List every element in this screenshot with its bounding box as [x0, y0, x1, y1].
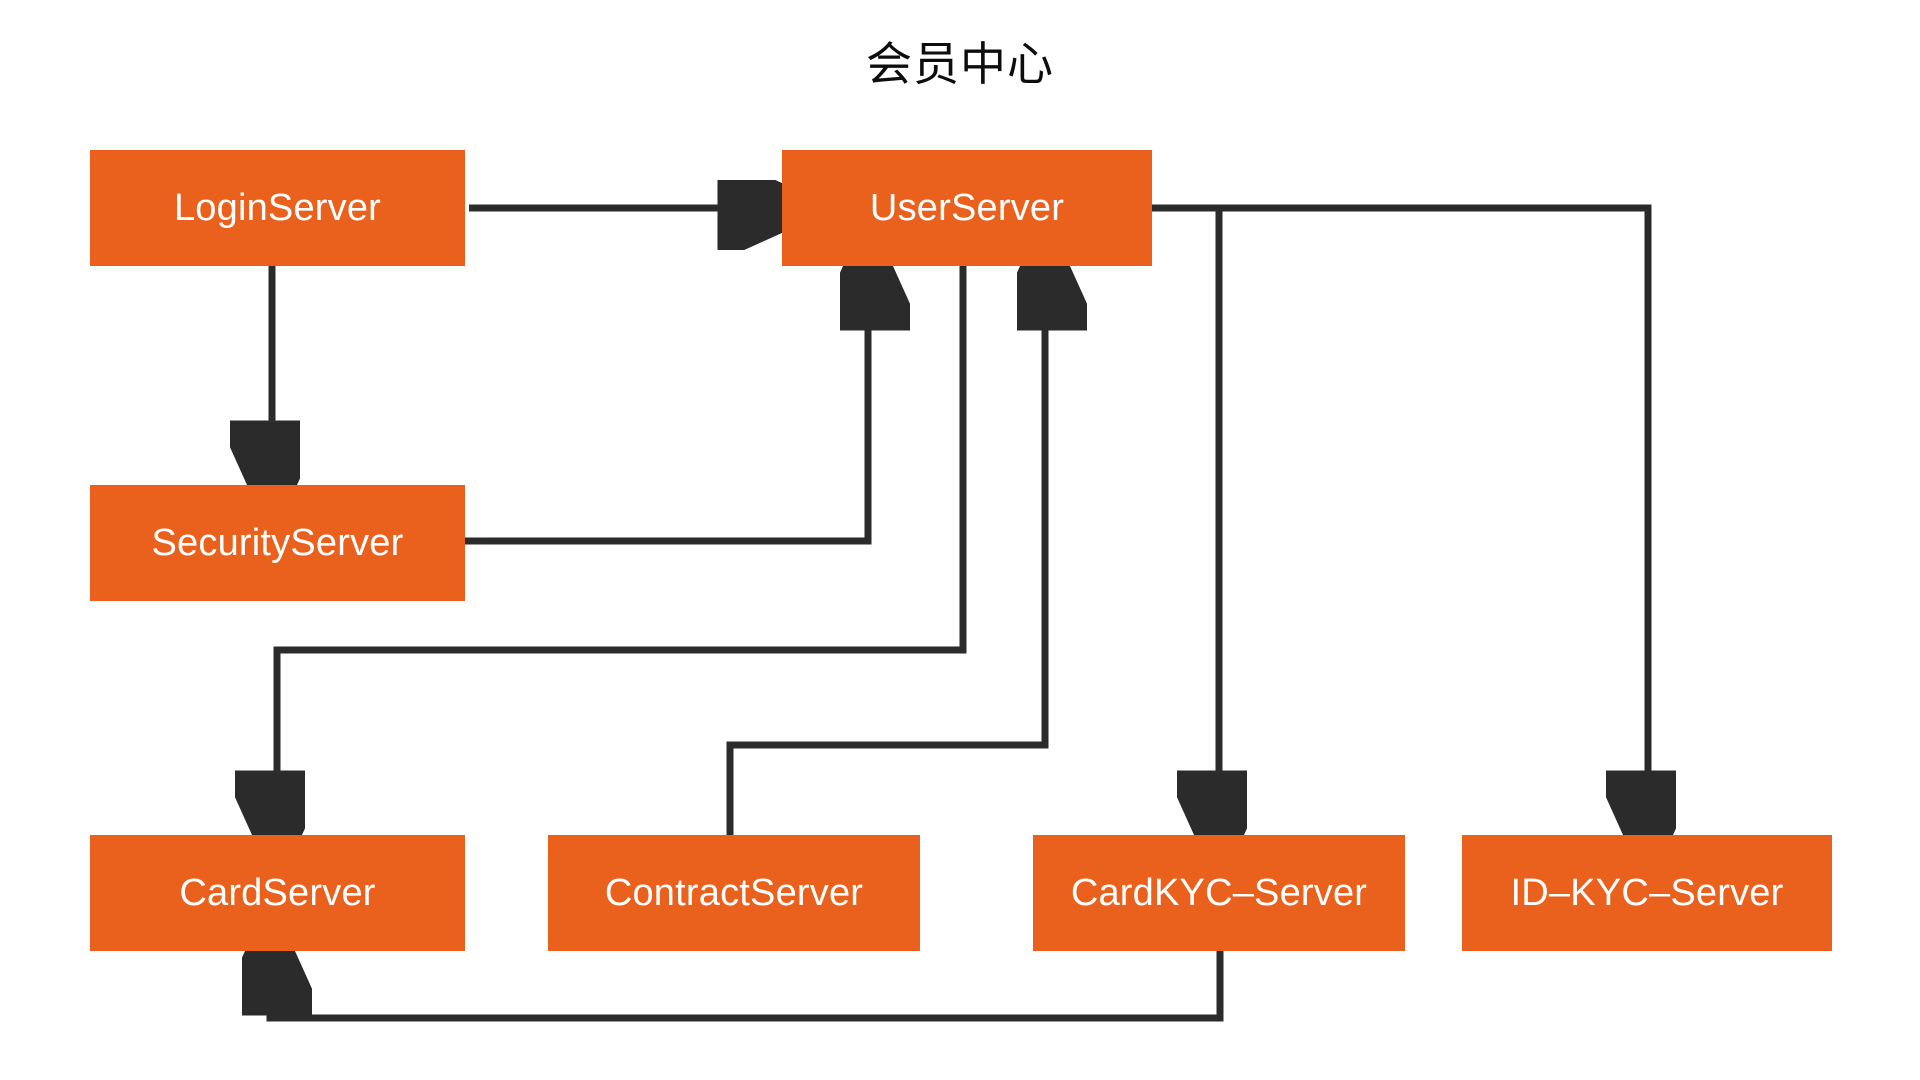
- node-user[interactable]: UserServer: [782, 150, 1152, 266]
- node-label-idkyc: ID–KYC–Server: [1510, 871, 1784, 914]
- edge-user-to-idkyc: [1219, 204, 1648, 828]
- node-label-card: CardServer: [179, 871, 376, 914]
- edge-contract-to-user: [726, 273, 1045, 835]
- node-label-login: LoginServer: [173, 186, 382, 229]
- node-card[interactable]: CardServer: [90, 835, 465, 951]
- edge-user-to-cardkyc: [1152, 204, 1219, 828]
- edge-security-to-user: [465, 273, 868, 545]
- node-security[interactable]: SecurityServer: [90, 485, 465, 601]
- node-label-contract: ContractServer: [604, 871, 864, 914]
- node-login[interactable]: LoginServer: [90, 150, 465, 266]
- node-label-security: SecurityServer: [151, 521, 404, 564]
- node-idkyc[interactable]: ID–KYC–Server: [1462, 835, 1832, 951]
- page-title: 会员中心: [866, 37, 1054, 91]
- node-contract[interactable]: ContractServer: [548, 835, 920, 951]
- node-label-cardkyc: CardKYC–Server: [1070, 871, 1368, 914]
- node-cardkyc[interactable]: CardKYC–Server: [1033, 835, 1405, 951]
- edge-cardkyc-to-card: [270, 951, 1224, 1022]
- node-label-user: UserServer: [869, 186, 1065, 229]
